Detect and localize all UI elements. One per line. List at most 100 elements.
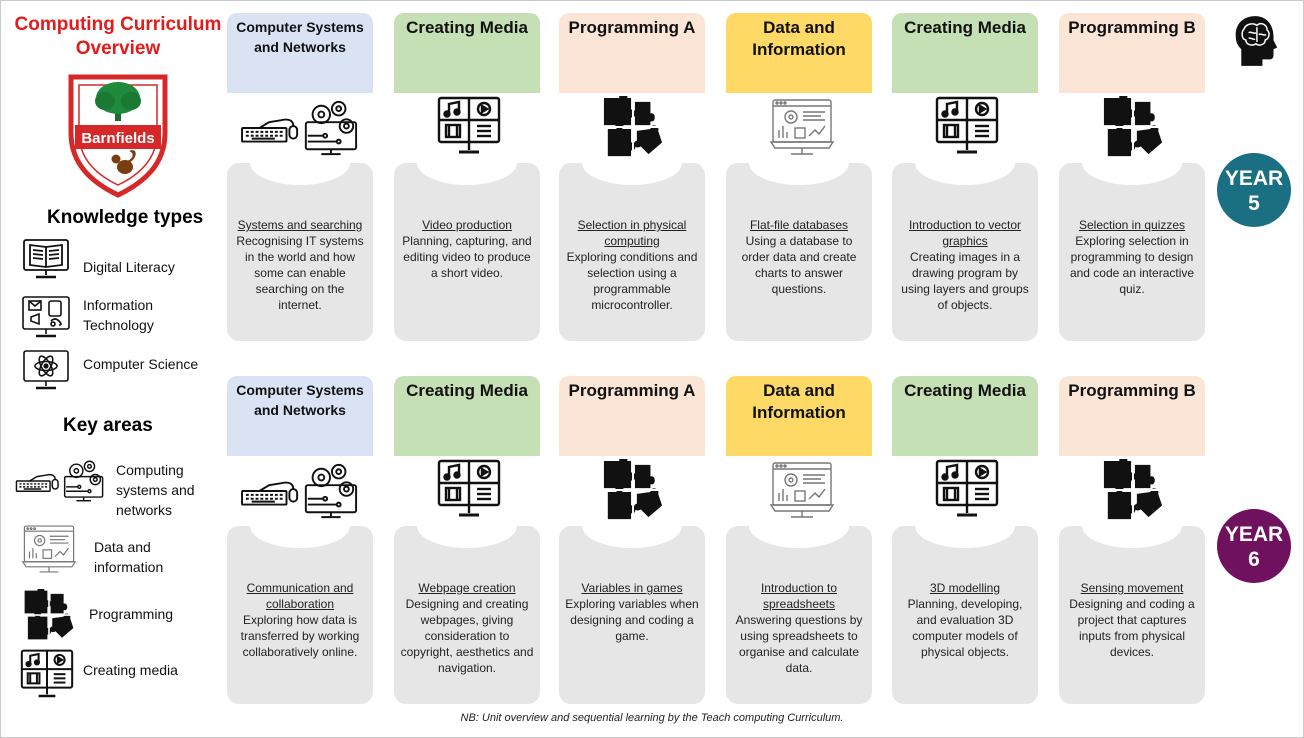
computer-network-icon	[239, 99, 363, 157]
card-header	[394, 13, 540, 93]
card-header	[559, 13, 705, 93]
knowledge-type-digital-literacy: Digital Literacy	[83, 259, 175, 275]
unit-title: Video production	[422, 218, 512, 232]
card-header	[892, 376, 1038, 456]
computer-network-icon	[239, 462, 363, 520]
card-header	[892, 13, 1038, 93]
unit-description: Exploring conditions and selection using…	[566, 250, 698, 312]
unit-description: Recognising IT systems in the world and …	[236, 234, 364, 312]
unit-title: Webpage creation	[418, 581, 516, 595]
card-body	[227, 526, 373, 704]
card-header	[1059, 376, 1205, 456]
card-header	[394, 376, 540, 456]
puzzle-icon	[1102, 459, 1164, 521]
unit-description: Creating images in a drawing program by …	[901, 250, 1029, 312]
unit-description: Answering questions by using spreadsheet…	[735, 613, 863, 675]
media-monitor-icon	[935, 459, 999, 521]
data-dashboard-icon	[769, 96, 835, 158]
data-dashboard-icon	[769, 459, 835, 521]
card-header-title: Data and Information	[752, 381, 846, 422]
key-area-programming: Programming	[89, 606, 174, 622]
brain-head-icon	[1233, 13, 1279, 69]
card-header-title: Computer Systems and Networks	[236, 19, 364, 55]
card-body	[394, 163, 540, 341]
unit-title: 3D modelling	[929, 581, 1001, 595]
year6-badge: YEAR 6	[1217, 509, 1291, 583]
unit-title: Introduction to vector graphics	[908, 218, 1022, 248]
unit-description: Designing and coding a project that capt…	[1069, 597, 1195, 659]
card-header-title: Programming B	[1068, 18, 1196, 37]
card-header-title: Data and Information	[752, 18, 846, 59]
card-notch	[915, 504, 1015, 548]
computer-network-icon	[15, 459, 107, 503]
card-body	[227, 163, 373, 341]
card-header-title: Creating Media	[904, 381, 1026, 400]
key-area-data-information: Data and information	[94, 539, 164, 575]
unit-title: Communication and collaboration	[246, 581, 354, 611]
year5-badge-number: 5	[1248, 192, 1260, 215]
knowledge-type-information-technology: Information Technology	[83, 297, 154, 333]
key-areas-heading: Key areas	[63, 415, 153, 436]
unit-title: Selection in quizzes	[1078, 218, 1186, 232]
card-body	[559, 526, 705, 704]
card-body	[1059, 526, 1205, 704]
card-header-title: Creating Media	[904, 18, 1026, 37]
unit-title: Flat-file databases	[749, 218, 849, 232]
card-notch	[915, 141, 1015, 185]
media-monitor-icon	[935, 96, 999, 158]
unit-description: Exploring variables when designing and c…	[565, 597, 699, 643]
knowledge-types-heading: Knowledge types	[47, 207, 204, 228]
card-body	[726, 163, 872, 341]
card-header	[227, 13, 373, 93]
unit-title: Introduction to spreadsheets	[760, 581, 838, 611]
media-monitor-icon	[19, 649, 75, 701]
card-header	[1059, 13, 1205, 93]
card-header-title: Programming B	[1068, 381, 1196, 400]
card-body	[1059, 163, 1205, 341]
card-header-title: Programming A	[568, 381, 696, 400]
page-title: Computing Curriculum Overview	[14, 14, 222, 59]
card-body	[394, 526, 540, 704]
puzzle-icon	[602, 459, 664, 521]
atom-monitor-icon	[21, 348, 71, 392]
footer-note: NB: Unit overview and sequential learnin…	[460, 712, 844, 724]
puzzle-icon	[23, 589, 75, 641]
unit-description: Using a database to order data and creat…	[741, 234, 857, 296]
year5-badge-label: YEAR	[1224, 167, 1284, 190]
key-area-creating-media: Creating media	[83, 662, 178, 678]
book-monitor-icon	[21, 237, 71, 281]
card-header	[227, 376, 373, 456]
school-name: Barnfields	[81, 130, 154, 147]
card-header	[726, 13, 872, 93]
unit-description: Designing and creating webpages, giving …	[400, 597, 534, 675]
unit-title: Sensing movement	[1080, 581, 1184, 595]
puzzle-icon	[1102, 96, 1164, 158]
card-header-title: Programming A	[568, 18, 696, 37]
unit-title: Variables in games	[581, 581, 683, 595]
year6-badge-label: YEAR	[1224, 523, 1284, 546]
devices-icon	[21, 291, 71, 339]
year5-badge: YEAR 5	[1217, 153, 1291, 227]
year6-badge-number: 6	[1248, 548, 1260, 571]
card-header	[726, 376, 872, 456]
media-monitor-icon	[437, 96, 501, 158]
unit-description: Exploring selection in programming to de…	[1069, 234, 1195, 296]
card-body	[892, 526, 1038, 704]
card-notch	[417, 141, 517, 185]
unit-description: Planning, capturing, and editing video t…	[402, 234, 532, 280]
unit-description: Exploring how data is transferred by wor…	[240, 613, 360, 659]
unit-description: Planning, developing, and evaluation 3D …	[907, 597, 1023, 659]
card-body	[559, 163, 705, 341]
unit-title: Systems and searching	[237, 218, 363, 232]
media-monitor-icon	[437, 459, 501, 521]
card-notch	[417, 504, 517, 548]
card-header	[559, 376, 705, 456]
card-header-title: Creating Media	[406, 381, 528, 400]
unit-title: Selection in physical computing	[577, 218, 687, 248]
knowledge-type-computer-science: Computer Science	[83, 356, 199, 372]
card-body	[892, 163, 1038, 341]
card-body	[726, 526, 872, 704]
card-header-title: Creating Media	[406, 18, 528, 37]
card-header-title: Computer Systems and Networks	[236, 382, 364, 418]
